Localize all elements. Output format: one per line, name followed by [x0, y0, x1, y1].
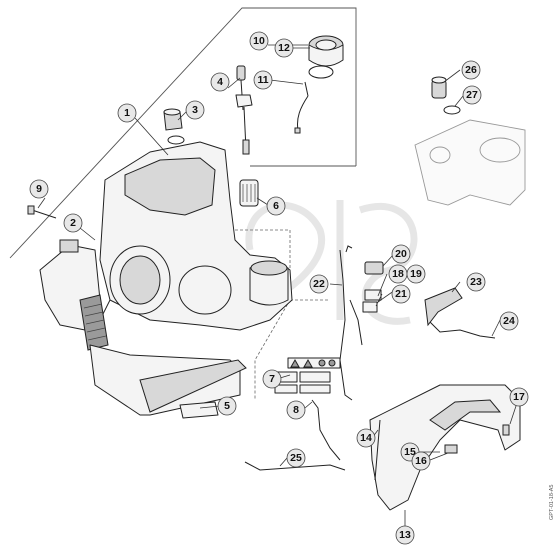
callout-18: 18	[388, 264, 408, 284]
label-sticker	[179, 401, 219, 419]
callout-25-label: 25	[290, 452, 302, 464]
callout-1-label: 1	[124, 107, 130, 119]
callout-20-label: 20	[395, 248, 407, 260]
callout-17-label: 17	[513, 391, 525, 403]
warning-labels	[274, 357, 341, 394]
callout-22-label: 22	[313, 278, 325, 290]
callout-24: 24	[499, 311, 519, 331]
callout-17: 17	[509, 387, 529, 407]
callout-13: 13	[395, 525, 415, 545]
callout-23: 23	[466, 272, 486, 292]
callout-7-label: 7	[269, 373, 275, 385]
callout-11: 11	[253, 70, 273, 90]
switch-assembly	[339, 245, 384, 401]
callout-19: 19	[406, 264, 426, 284]
callout-20: 20	[391, 244, 411, 264]
callout-21: 21	[391, 284, 411, 304]
callout-15-label: 15	[404, 446, 416, 458]
callout-13-label: 13	[399, 529, 411, 541]
callout-22: 22	[309, 274, 329, 294]
spark-wire	[244, 399, 346, 471]
callout-5-label: 5	[224, 400, 230, 412]
callout-16-label: 16	[415, 455, 427, 467]
callout-2-label: 2	[70, 217, 76, 229]
callout-14: 14	[356, 428, 376, 448]
fuel-tank	[414, 76, 526, 206]
callout-4: 4	[210, 72, 230, 92]
callout-10: 10	[249, 31, 269, 51]
callout-2: 2	[63, 213, 83, 233]
callout-8: 8	[286, 400, 306, 420]
callout-12-label: 12	[278, 42, 290, 54]
callout-8-label: 8	[293, 404, 299, 416]
callout-16: 16	[411, 451, 431, 471]
callout-12: 12	[274, 38, 294, 58]
callout-24-label: 24	[503, 315, 515, 327]
callout-3: 3	[185, 100, 205, 120]
throttle-trigger	[424, 287, 496, 339]
callout-1: 1	[117, 103, 137, 123]
callout-6-label: 6	[273, 200, 279, 212]
fuel-pickup-assembly	[235, 65, 259, 207]
valve-assembly	[163, 108, 185, 145]
callout-9-label: 9	[36, 183, 42, 195]
callout-3-label: 3	[192, 104, 198, 116]
callout-7: 7	[262, 369, 282, 389]
callout-21-label: 21	[395, 288, 407, 300]
callout-18-label: 18	[392, 268, 404, 280]
callout-11-label: 11	[257, 74, 268, 86]
callout-26-label: 26	[465, 64, 477, 76]
callout-5: 5	[217, 396, 237, 416]
callout-10-label: 10	[253, 35, 265, 47]
handle-housing	[369, 384, 521, 511]
callout-26: 26	[461, 60, 481, 80]
callout-27-label: 27	[466, 89, 478, 101]
housing-group-frame	[9, 7, 357, 259]
callout-25: 25	[286, 448, 306, 468]
callout-6: 6	[266, 196, 286, 216]
reference-code: GPT-01-18-A5	[549, 485, 555, 520]
callout-9: 9	[29, 179, 49, 199]
callout-19-label: 19	[410, 268, 422, 280]
callout-4-label: 4	[217, 76, 223, 88]
callout-23-label: 23	[470, 276, 482, 288]
callout-14-label: 14	[360, 432, 372, 444]
fuel-cap-assembly	[294, 35, 344, 134]
callout-27: 27	[462, 85, 482, 105]
main-housing	[27, 141, 293, 416]
